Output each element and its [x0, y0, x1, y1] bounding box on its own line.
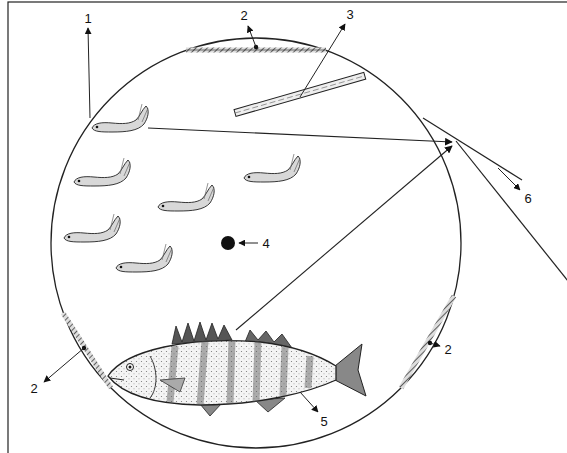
stimulus-dot: [221, 236, 235, 250]
callout-number: 2: [238, 8, 249, 23]
mirror: [423, 118, 522, 180]
callout-number: 1: [82, 11, 93, 26]
mirror: [456, 141, 567, 286]
light-bar: [186, 45, 326, 50]
light-bar: [63, 313, 111, 388]
callout-number: 2: [28, 381, 39, 396]
callout-number: 5: [318, 414, 329, 429]
callout-number: 2: [442, 342, 453, 357]
sight-line: [236, 146, 452, 330]
arena-circle: [51, 38, 461, 448]
light-bar: [401, 296, 454, 388]
callout-number: 6: [522, 191, 533, 206]
callout-number: 3: [344, 7, 355, 22]
perch: [108, 322, 366, 416]
frame: [8, 2, 567, 453]
callout-number: 4: [260, 236, 271, 251]
rod: [234, 72, 366, 116]
sight-line: [148, 128, 452, 142]
leader-line: [44, 24, 520, 412]
